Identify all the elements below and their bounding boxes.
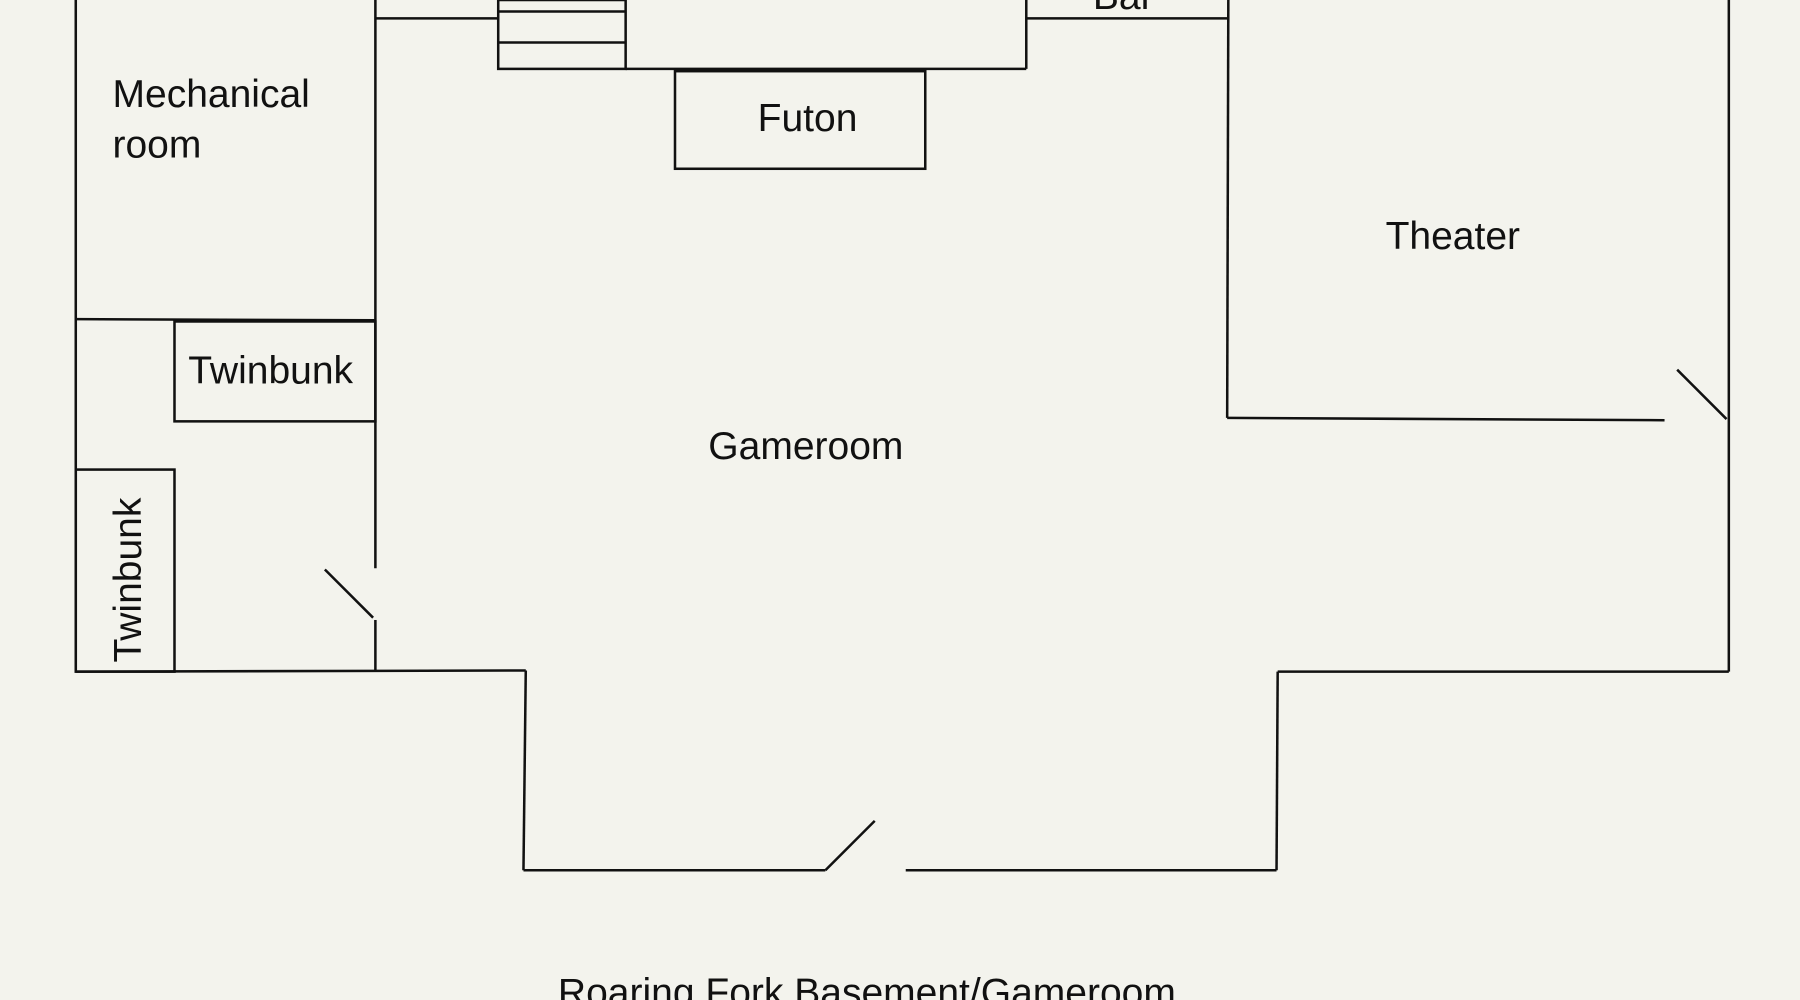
futon	[673, 69, 927, 171]
theater-label: Theater	[1386, 215, 1520, 258]
entry-door	[824, 820, 876, 872]
twinbunk-1	[173, 320, 377, 423]
theater-door	[1676, 368, 1728, 420]
gameroom-label: Gameroom	[708, 425, 903, 468]
mechanical-room-label: Mechanical	[113, 73, 310, 116]
walls	[74, 0, 1731, 872]
bunk-door	[323, 568, 374, 619]
mechanical-room-label-2: room	[113, 123, 202, 166]
bar-label: Bar	[1093, 0, 1154, 18]
twinbunk-label-1: Twinbunk	[188, 349, 353, 392]
twinbunk-2	[74, 468, 176, 673]
twinbunk-label-2: Twinbunk	[107, 497, 150, 662]
floorplan-title: Roaring Fork Basement/Gameroom	[558, 972, 1176, 1000]
futon-label: Futon	[758, 97, 858, 140]
